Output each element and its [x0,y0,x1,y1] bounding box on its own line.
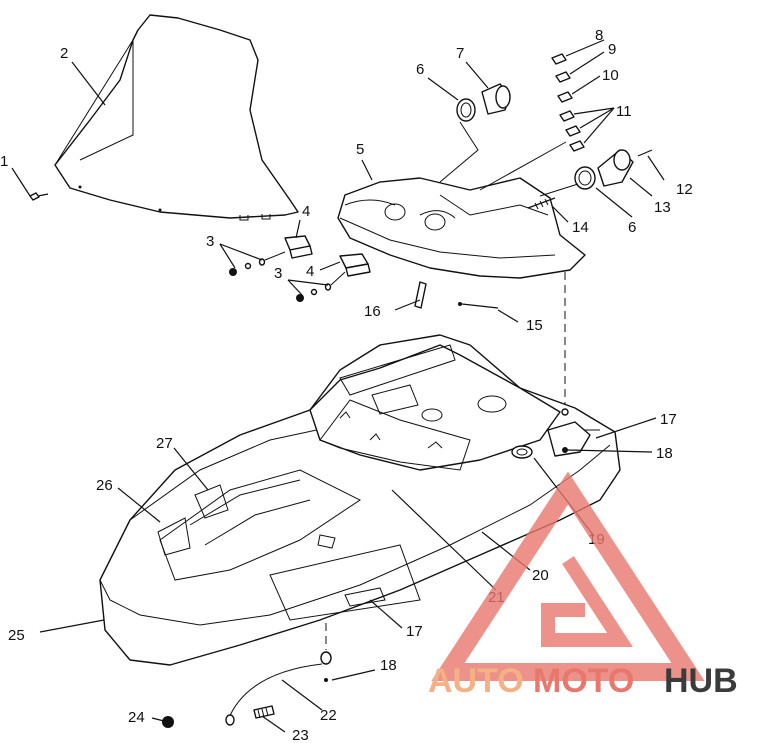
callout-12: 12 [676,181,693,198]
callout-3-upper: 3 [206,233,214,250]
grommet-19 [511,445,533,459]
callout-24: 24 [128,709,145,726]
callout-27: 27 [156,435,173,452]
nut-24 [162,716,174,728]
cable-22 [227,651,332,721]
callout-6-upper: 6 [416,61,424,78]
callout-labels: 1 2 3 3 4 4 5 6 6 7 8 9 10 11 12 13 14 1… [0,27,693,743]
callout-17-lower: 17 [406,623,423,640]
gauge-bezel-6-right [574,166,596,190]
watermark-logo [431,471,705,681]
gauge-13 [597,149,634,187]
strap-16 [414,281,427,309]
panel-17-right [547,408,591,457]
screw-1 [29,192,49,201]
callout-11: 11 [616,103,632,120]
gauge-bezel-6-left [456,98,476,122]
callout-26: 26 [96,477,113,494]
callout-15: 15 [526,317,543,334]
pin-12 [637,149,653,157]
switch-10 [557,91,573,103]
callout-5: 5 [356,141,364,158]
callout-8: 8 [595,27,603,44]
watermark-text-auto: AUTO [428,662,524,700]
watermark-text-hub: HUB [664,662,738,700]
callout-16: 16 [364,303,381,320]
console-21 [309,344,561,471]
callout-10: 10 [602,67,619,84]
callout-13: 13 [654,199,671,216]
callout-2: 2 [60,45,68,62]
switch-11 [559,110,585,152]
callout-14: 14 [572,219,589,236]
callout-25: 25 [8,627,25,644]
callout-6-lower: 6 [628,219,636,236]
callout-7: 7 [456,45,464,62]
clip-4-upper [284,235,313,259]
screw-14 [527,197,556,210]
callout-4-lower: 4 [306,263,314,280]
callout-18-lower: 18 [380,657,397,674]
watermark-text-moto: MOTO [533,662,634,700]
windshield [54,14,299,221]
hardware-3-upper [229,251,286,276]
leader-lines [11,39,665,733]
callout-17-right: 17 [660,411,677,428]
switch-8 [551,53,567,65]
switch-9 [555,71,571,83]
callout-18-right: 18 [656,445,673,462]
callout-1: 1 [0,153,8,170]
callout-20: 20 [532,567,549,584]
watermark-text: AUTO MOTO HUB [428,662,738,700]
rod-15 [458,302,499,309]
gauge-leads [439,121,579,197]
callout-23: 23 [292,727,309,743]
clip-4-lower [339,253,371,277]
callout-22: 22 [320,707,337,724]
dash-panel [337,177,586,279]
bolt-23 [253,705,275,719]
washer-22b [225,714,235,726]
callout-4-upper: 4 [302,203,310,220]
gauge-7 [481,83,511,115]
callout-3-lower: 3 [274,265,282,282]
hardware-3-lower [296,271,346,302]
callout-9: 9 [608,41,616,58]
